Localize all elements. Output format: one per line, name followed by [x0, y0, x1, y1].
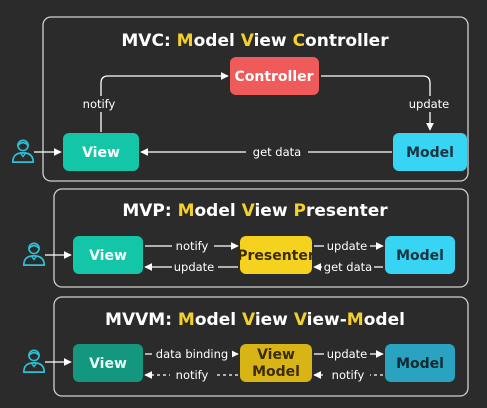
- mvp-notify-label: notify: [176, 239, 209, 253]
- mvc-update-label: update: [409, 97, 450, 111]
- mvp-update-right-label: update: [327, 239, 368, 253]
- mvc-get-data-label: get data: [253, 145, 301, 159]
- mvc-panel-border: [42, 16, 469, 182]
- mvp-update-left-label: update: [174, 260, 215, 274]
- mvp-user-icon: [22, 242, 46, 266]
- mvp-view-box: View: [73, 236, 143, 274]
- mvp-title: MVP: Model View Presenter: [122, 201, 388, 221]
- mvp-get-data-label: get data: [324, 260, 372, 274]
- mvc-view-label: View: [82, 145, 120, 161]
- mvc-user-icon: [11, 139, 35, 163]
- mvc-controller-label: Controller: [234, 69, 313, 85]
- mvvm-panel: MVVM: Model View View-Model View View Mo…: [22, 296, 469, 397]
- mvp-presenter-box: Presenter: [237, 236, 315, 274]
- mvvm-notify-left-label: notify: [176, 368, 209, 382]
- mvvm-data-binding-label: data binding: [156, 347, 228, 361]
- mvp-panel-border: [53, 188, 469, 288]
- mvc-panel: MVC: Model View Controller Controller no…: [11, 16, 469, 182]
- mvc-update-arrow: [321, 75, 434, 131]
- mvc-controller-box: Controller: [230, 57, 319, 95]
- mvvm-viewmodel-box: View Model: [240, 344, 312, 382]
- mvvm-viewmodel-label-line2: Model: [252, 364, 300, 380]
- mvc-model-box: Model: [393, 133, 467, 171]
- mvc-view-box: View: [63, 133, 139, 171]
- mvvm-notify-right-label: notify: [332, 368, 365, 382]
- mvc-title: MVC: Model View Controller: [121, 31, 389, 51]
- mvp-presenter-label: Presenter: [237, 248, 315, 264]
- mvp-model-label: Model: [396, 248, 444, 264]
- mvc-model-label: Model: [406, 145, 454, 161]
- mvvm-update-label: update: [327, 347, 368, 361]
- mvvm-title: MVVM: Model View View-Model: [105, 310, 405, 330]
- mvvm-view-label: View: [89, 356, 127, 372]
- mvvm-view-box: View: [73, 344, 143, 382]
- mvp-view-label: View: [89, 248, 127, 264]
- mvvm-model-label: Model: [396, 356, 444, 372]
- mvvm-panel-border: [53, 296, 469, 397]
- mvp-panel: MVP: Model View Presenter View Presenter…: [22, 188, 469, 288]
- mvp-model-box: Model: [385, 236, 455, 274]
- mvvm-model-box: Model: [385, 344, 455, 382]
- mvvm-user-icon: [22, 349, 46, 373]
- mvc-notify-label: notify: [83, 97, 116, 111]
- mvc-notify-arrow: [100, 72, 229, 132]
- mvvm-viewmodel-label-line1: View: [257, 347, 295, 363]
